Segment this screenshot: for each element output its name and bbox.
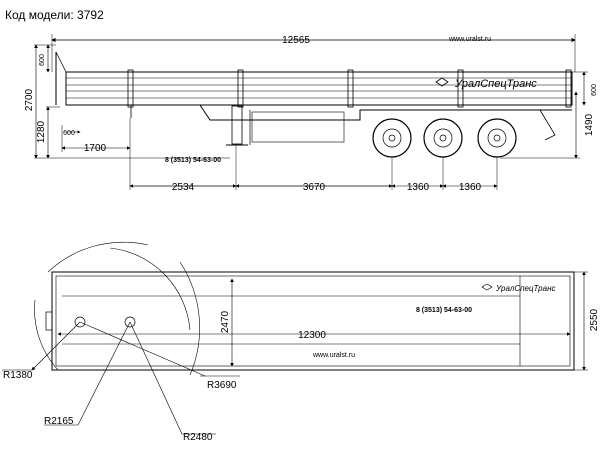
radius-3690: R3690 — [207, 380, 237, 391]
side-website: www.uralst.ru — [448, 36, 491, 43]
side-phone: 8 (3513) 54-63-00 — [165, 157, 221, 164]
dim-2534: 2534 — [172, 182, 195, 193]
front-overhang-dim: 1700 — [84, 143, 107, 154]
outer-width-dim: 2550 — [589, 308, 600, 331]
rear-height-dim: 1490 — [584, 113, 595, 136]
wheel-axle-3 — [477, 118, 517, 158]
radius-1380: R1380 — [3, 370, 33, 381]
inner-width-dim: 2470 — [220, 310, 231, 333]
overall-length-dim: 12565 — [282, 35, 310, 46]
top-brand-logo: УралСпецТранс — [481, 283, 555, 293]
axle-spacing-1-dim: 1360 — [407, 182, 430, 193]
top-website: www.uralst.ru — [312, 352, 355, 359]
radius-2165: R2165 — [44, 416, 74, 427]
side-view: 12565 www.uralst.ru УралСпецТранс — [24, 34, 598, 193]
height-deck-dim: 1280 — [36, 120, 47, 143]
radius-2480: R2480 — [183, 432, 213, 443]
model-code-label: Код модели: 3792 — [5, 8, 104, 22]
side-board-dim: 600 — [39, 54, 46, 66]
top-phone: 8 (3513) 54-63-00 — [416, 307, 472, 314]
side-brand-text: УралСпецТранс — [454, 78, 537, 90]
dim-3670: 3670 — [303, 182, 326, 193]
axle-spacing-2-dim: 1360 — [459, 182, 482, 193]
height-total-dim: 2700 — [24, 88, 35, 111]
wheel-axle-1 — [372, 118, 412, 158]
kingpin-offset-dim: 600 — [63, 130, 75, 137]
inner-length-dim: 12300 — [298, 330, 326, 341]
rear-board-dim: 600 — [591, 84, 598, 96]
top-brand-text: УралСпецТранс — [495, 284, 555, 293]
top-view: УралСпецТранс 8 (3513) 54-63-00 www.ural… — [2, 241, 600, 443]
side-brand-logo: УралСпецТранс — [435, 77, 537, 90]
wheel-axle-2 — [423, 118, 463, 158]
